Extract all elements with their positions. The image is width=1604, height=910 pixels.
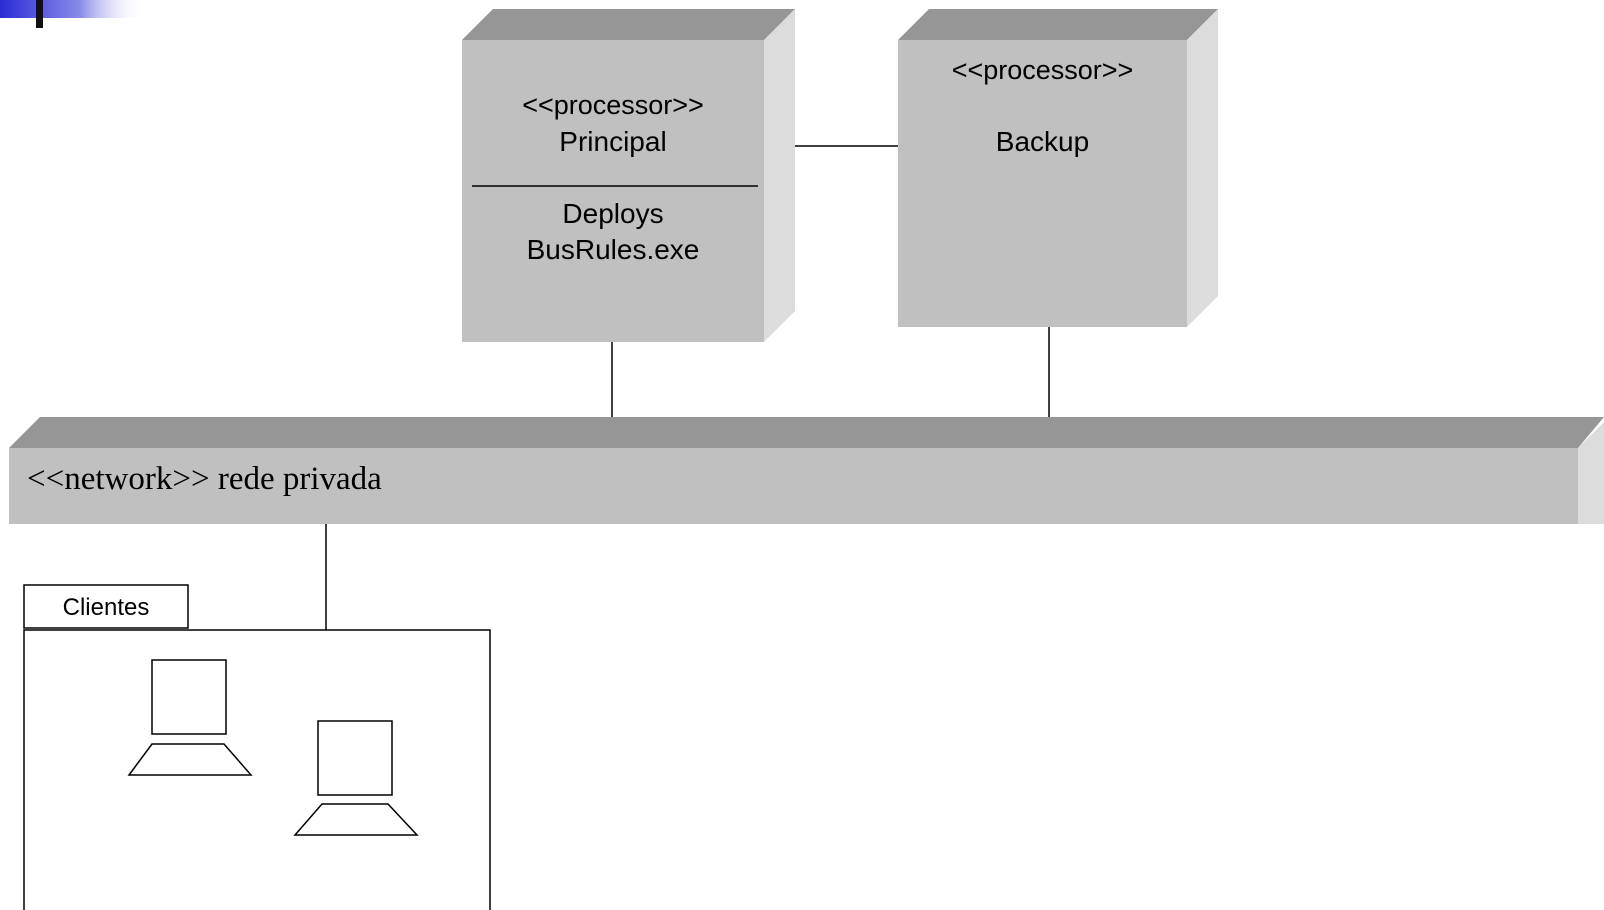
principal-stereotype: <<processor>> (522, 90, 704, 120)
principal-deploys-line1: Deploys (562, 198, 664, 229)
computer-icon (127, 659, 253, 776)
clients-label: Clientes (62, 594, 150, 621)
corner-accent (0, 0, 145, 28)
computer-icon (293, 720, 419, 836)
node-principal[interactable] (462, 9, 795, 342)
node-backup[interactable] (898, 9, 1218, 327)
backup-name: Backup (995, 126, 1090, 157)
principal-name: Principal (559, 126, 667, 157)
clients-body (23, 629, 491, 910)
node-network[interactable] (9, 417, 1604, 524)
network-label: <<network>> rede privada (27, 461, 382, 497)
backup-stereotype: <<processor>> (951, 55, 1134, 85)
clients-package[interactable] (23, 584, 491, 910)
principal-deploys-line2: BusRules.exe (526, 234, 700, 265)
clients-tab (23, 584, 189, 629)
